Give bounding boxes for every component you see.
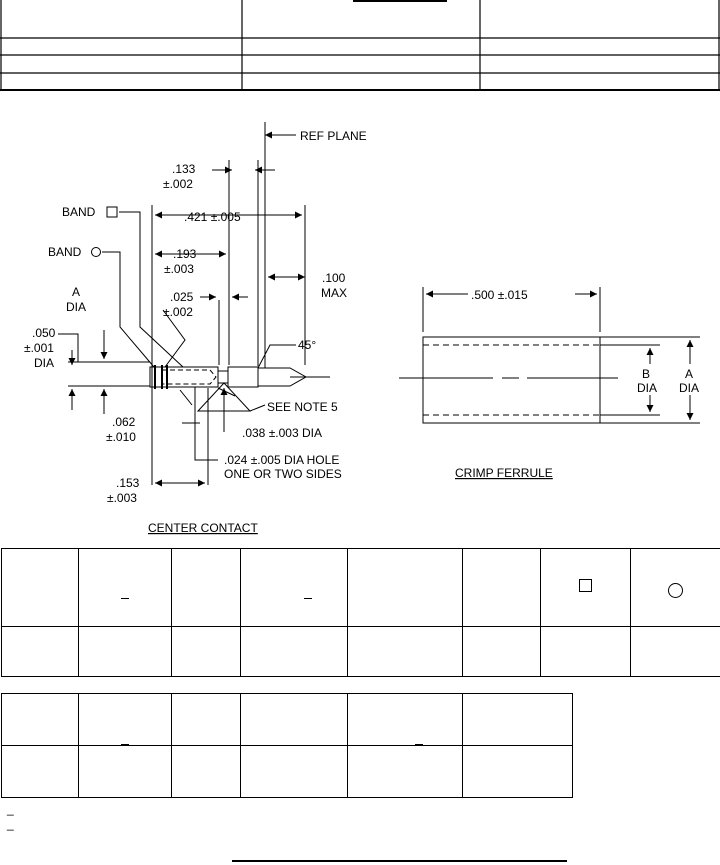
- data-cell: [462, 626, 541, 677]
- data-cell: [347, 626, 463, 677]
- header-cell-2: [78, 693, 172, 746]
- tol-001-label: ±.001: [24, 341, 54, 355]
- tol-010-label: ±.010: [106, 430, 136, 444]
- a-label: A: [72, 285, 80, 299]
- data-cell: [347, 745, 463, 798]
- header-cell-4: [240, 548, 348, 627]
- square-icon: [579, 579, 592, 592]
- ferrule-a-label: A: [685, 367, 693, 381]
- dim-153-label: .153: [116, 476, 140, 490]
- crimp-ferrule-caption: CRIMP FERRULE: [455, 466, 553, 480]
- header-cell-band-circle: [630, 548, 720, 627]
- center-contact-drawing: [58, 122, 330, 487]
- ref-plane-label: REF PLANE: [300, 129, 367, 143]
- header-cell-6: [462, 693, 573, 746]
- data-cell: [171, 745, 241, 798]
- note-mark-2: _: [6, 817, 14, 831]
- max-label: MAX: [321, 286, 347, 300]
- tol-003-label: ±.003: [164, 262, 194, 276]
- angle-label: 45°: [298, 338, 316, 352]
- header-cell-1: [1, 548, 79, 627]
- top-table: [0, 0, 720, 91]
- dim-421-label: .421 ±.005: [184, 210, 241, 224]
- data-cell: [240, 745, 348, 798]
- center-contact-caption: CENTER CONTACT: [148, 521, 258, 535]
- header-cell-3: [171, 548, 241, 627]
- ferrule-data-table: [1, 693, 573, 798]
- hole-line2-label: ONE OR TWO SIDES: [224, 467, 342, 481]
- data-cell: [630, 626, 720, 677]
- header-cell-3: [171, 693, 241, 746]
- tol-003b-label: ±.003: [107, 491, 137, 505]
- dia-050-label: DIA: [34, 356, 54, 370]
- band-square-label: BAND: [62, 205, 96, 219]
- circle-icon: [91, 247, 101, 257]
- tol-002-label: ±.002: [163, 177, 193, 191]
- data-cell: [1, 745, 79, 798]
- ferrule-length-label: .500 ±.015: [471, 288, 528, 302]
- a-dia-label: DIA: [66, 300, 86, 314]
- see-note-label: SEE NOTE 5: [267, 400, 338, 414]
- crimp-ferrule-drawing: [399, 287, 700, 424]
- tol-002b-label: ±.002: [163, 305, 193, 319]
- header-cell-4: [240, 693, 348, 746]
- data-cell: [78, 626, 172, 677]
- header-cell-6: [462, 548, 541, 627]
- data-cell: [1, 626, 79, 677]
- header-cell-1: [1, 693, 79, 746]
- dim-050-label: .050: [32, 326, 56, 340]
- ferrule-b-dia-label: DIA: [637, 381, 657, 395]
- dim-100-label: .100: [322, 271, 346, 285]
- band-circle-label: BAND: [48, 245, 82, 259]
- data-cell: [171, 626, 241, 677]
- data-cell: [540, 626, 631, 677]
- hole-line1-label: .024 ±.005 DIA HOLE: [224, 453, 339, 467]
- header-cell-band-square: [540, 548, 631, 627]
- header-cell-2: [78, 548, 172, 627]
- data-cell: [462, 745, 573, 798]
- data-cell: [78, 745, 172, 798]
- dim-062-label: .062: [112, 415, 136, 429]
- dim-193-label: .193: [173, 247, 197, 261]
- dim-025-label: .025: [170, 290, 194, 304]
- header-cell-5: [347, 693, 463, 746]
- ferrule-b-label: B: [642, 367, 650, 381]
- dim-038-label: .038 ±.003 DIA: [242, 426, 322, 440]
- square-icon: [106, 206, 118, 218]
- contact-data-table: [1, 548, 720, 677]
- dim-133-label: .133: [172, 162, 196, 176]
- data-cell: [240, 626, 348, 677]
- circle-icon: [668, 583, 683, 598]
- ferrule-a-dia-label: DIA: [679, 381, 699, 395]
- note-mark-1: _: [6, 802, 14, 816]
- header-cell-5: [347, 548, 463, 627]
